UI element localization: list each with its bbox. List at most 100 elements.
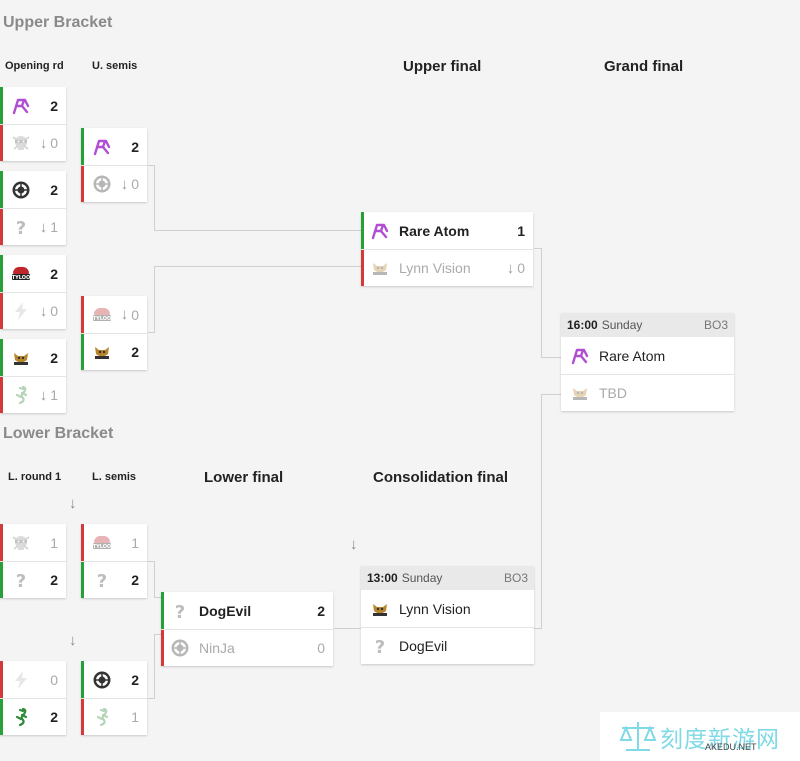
ihc-logo-icon [91, 669, 113, 691]
header-lower-final: Lower final [204, 469, 284, 486]
team-name: Lynn Vision [399, 600, 471, 617]
team-score: 0 [50, 135, 58, 151]
down-arrow-icon: ↓ [69, 495, 77, 512]
match-day: Sunday [601, 318, 643, 332]
lizard-logo-icon [91, 706, 113, 728]
lizard-logo-icon [10, 384, 32, 406]
team-row[interactable]: Lynn Vision [361, 590, 534, 627]
team-score: 1 [50, 387, 58, 403]
match-card-lround1-1[interactable]: 1 2 [0, 524, 66, 598]
team-row[interactable]: ↓ 1 [0, 208, 66, 245]
team-score: 1 [50, 534, 58, 551]
match-card-lsemis-2[interactable]: 2 1 [81, 661, 147, 735]
header-consolidation-final: Consolidation final [373, 469, 508, 486]
team-score: 0 [131, 176, 139, 192]
header-lsemis: L. semis [92, 471, 137, 483]
match-card-usemis-1[interactable]: 2 ↓ 0 [81, 128, 147, 202]
unknown-team-icon [369, 635, 391, 657]
team-row[interactable]: 0 [0, 661, 66, 698]
team-row[interactable]: ↓ 0 [81, 165, 147, 202]
team-row[interactable]: 2 [0, 698, 66, 735]
team-score: 0 [131, 306, 139, 323]
team-row[interactable]: Lynn Vision ↓ 0 [361, 249, 533, 286]
team-row[interactable]: 1 [81, 524, 147, 561]
team-score: 2 [50, 97, 58, 114]
watermark-text: 刻度新游网 [660, 725, 780, 752]
match-card-opening-1[interactable]: 2 ↓ 0 [0, 87, 66, 161]
team-score: 2 [50, 709, 58, 725]
team-row[interactable]: ↓ 0 [0, 292, 66, 329]
lynn-vision-logo-icon [569, 382, 591, 404]
match-time: 16:00 [567, 318, 598, 332]
team-score: 2 [131, 138, 139, 155]
lynn-vision-logo-icon [369, 257, 391, 279]
rare-atom-logo-icon [569, 345, 591, 367]
team-row[interactable]: 2 [0, 255, 66, 292]
team-row[interactable]: 2 [0, 171, 66, 208]
team-row[interactable]: 2 [0, 561, 66, 598]
team-row[interactable]: TBD [561, 374, 734, 411]
team-score: 2 [50, 572, 58, 588]
ninja-skull-logo-icon [10, 532, 32, 554]
match-card-grand-final[interactable]: 16:00 Sunday BO3 Rare Atom TBD [561, 313, 734, 411]
rare-atom-logo-icon [91, 136, 113, 158]
lynn-vision-logo-icon [10, 347, 32, 369]
team-row[interactable]: ↓ 0 [81, 296, 147, 333]
team-score: 0 [50, 671, 58, 688]
lynn-vision-logo-icon [91, 341, 113, 363]
match-card-usemis-2[interactable]: ↓ 0 2 [81, 296, 147, 370]
team-score: 2 [131, 671, 139, 688]
tyloo-logo-icon [10, 263, 32, 285]
watermark-sub: AKEDU.NET [705, 742, 757, 752]
match-card-lsemis-1[interactable]: 1 2 [81, 524, 147, 598]
rare-atom-logo-icon [10, 95, 32, 117]
team-name: DogEvil [399, 638, 448, 654]
watermark: 刻度新游网 [600, 712, 800, 761]
down-arrow-icon: ↓ [39, 386, 48, 404]
team-name: Rare Atom [599, 347, 666, 364]
team-score: 1 [131, 534, 139, 551]
lynn-vision-logo-icon [369, 598, 391, 620]
unknown-team-icon [10, 216, 32, 238]
team-row[interactable]: 2 [81, 333, 147, 370]
match-card-opening-3[interactable]: 2 ↓ 0 [0, 255, 66, 329]
team-row[interactable]: Rare Atom 1 [361, 212, 533, 249]
team-score: 2 [50, 265, 58, 282]
team-row[interactable]: 2 [0, 339, 66, 376]
team-row[interactable]: 1 [81, 698, 147, 735]
match-card-opening-2[interactable]: 2 ↓ 1 [0, 171, 66, 245]
header-lround1: L. round 1 [8, 471, 62, 483]
match-time: 13:00 [367, 571, 398, 585]
team-score: 2 [317, 602, 325, 619]
team-name: Rare Atom [399, 222, 470, 239]
down-arrow-icon: ↓ [350, 536, 358, 553]
match-header: 16:00 Sunday BO3 [561, 313, 734, 337]
match-card-consolidation-final[interactable]: 13:00 Sunday BO3 Lynn Vision DogEvil [361, 566, 534, 664]
team-row[interactable]: NinJa 0 [161, 629, 333, 666]
team-row[interactable]: 2 [81, 661, 147, 698]
team-score: 1 [131, 709, 139, 725]
team-score: 2 [131, 572, 139, 588]
match-card-upper-final[interactable]: Rare Atom 1 Lynn Vision ↓ 0 [361, 212, 533, 286]
team-row[interactable]: ↓ 1 [0, 376, 66, 413]
team-row[interactable]: 2 [81, 128, 147, 165]
team-row[interactable]: ↓ 0 [0, 124, 66, 161]
team-name: Lynn Vision [399, 260, 471, 276]
team-score: 0 [517, 260, 525, 276]
team-row[interactable]: Rare Atom [561, 337, 734, 374]
match-format: BO3 [503, 571, 528, 585]
team-row[interactable]: 2 [0, 87, 66, 124]
match-card-lround1-2[interactable]: 0 2 [0, 661, 66, 735]
team-row[interactable]: 2 [81, 561, 147, 598]
match-card-lower-final[interactable]: DogEvil 2 NinJa 0 [161, 592, 333, 666]
upper-bracket-title: Upper Bracket [3, 14, 113, 31]
down-arrow-icon: ↓ [39, 218, 48, 236]
team-row[interactable]: DogEvil [361, 627, 534, 664]
down-arrow-icon: ↓ [39, 302, 48, 320]
header-opening: Opening rd [5, 60, 64, 72]
lower-bracket-title: Lower Bracket [3, 425, 114, 442]
team-row[interactable]: DogEvil 2 [161, 592, 333, 629]
match-day: Sunday [401, 571, 443, 585]
team-row[interactable]: 1 [0, 524, 66, 561]
match-card-opening-4[interactable]: 2 ↓ 1 [0, 339, 66, 413]
